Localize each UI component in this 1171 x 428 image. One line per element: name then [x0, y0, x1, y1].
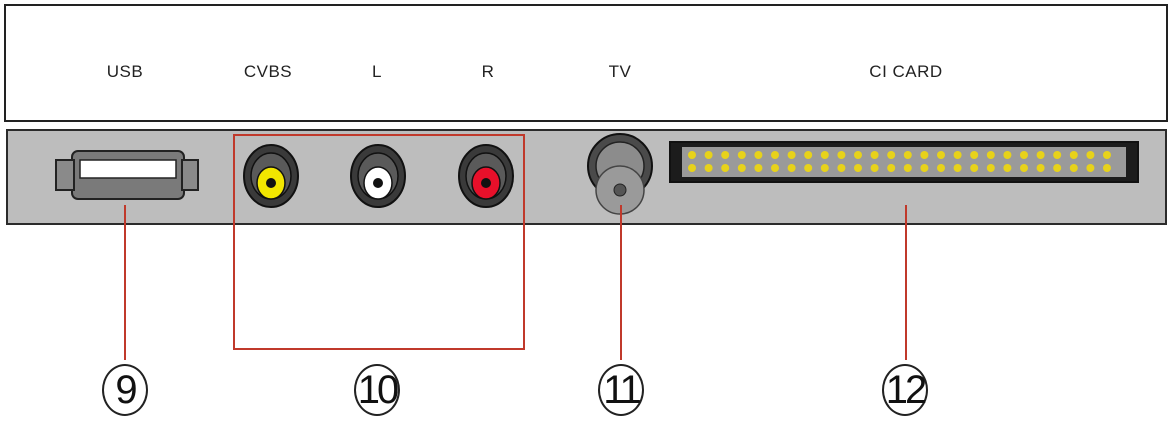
- ci-pin: [1020, 151, 1028, 159]
- ci-pin: [721, 151, 730, 159]
- ci-pin: [1020, 164, 1028, 172]
- ci-pin: [771, 151, 779, 159]
- ci-pin: [771, 164, 779, 172]
- callout-usb: 9: [102, 364, 148, 416]
- left-audio-jack-icon[interactable]: [350, 144, 406, 208]
- ci-pin: [1053, 164, 1062, 172]
- tv-label: TV: [608, 62, 632, 81]
- cvbs-jack-icon[interactable]: [243, 144, 299, 208]
- usb-label: USB: [106, 62, 144, 81]
- ci-pin: [937, 151, 945, 159]
- ci-pin: [837, 164, 846, 172]
- av-group-frame: [233, 134, 525, 350]
- ci-pin: [737, 164, 746, 172]
- ci-pin: [1036, 151, 1045, 159]
- ci-pin: [903, 164, 912, 172]
- ci-pin: [820, 151, 829, 159]
- ci-pin: [837, 151, 846, 159]
- ci-pin: [704, 151, 713, 159]
- ci-pin: [737, 151, 746, 159]
- ci-pin: [754, 151, 763, 159]
- ci-pin: [688, 164, 696, 172]
- ci-pin: [887, 164, 896, 172]
- right-audio-jack-icon[interactable]: [458, 144, 514, 208]
- ci-pin: [986, 164, 995, 172]
- callout-av: 10: [354, 364, 400, 416]
- ci-pin: [1069, 164, 1078, 172]
- ci-pin: [986, 151, 995, 159]
- ci-pin: [1086, 151, 1095, 159]
- ci-pin: [1003, 164, 1012, 172]
- ci-pin: [920, 164, 929, 172]
- ci-pin: [820, 164, 829, 172]
- ci-pin: [1053, 151, 1062, 159]
- ci-pin: [1003, 151, 1012, 159]
- cvbs-label: CVBS: [243, 62, 293, 81]
- left-audio-label: L: [372, 62, 382, 81]
- ci-pin: [887, 151, 896, 159]
- ci-pin: [1086, 164, 1095, 172]
- ci-pin: [953, 151, 962, 159]
- callout-tv: 11: [598, 364, 644, 416]
- ci-pin: [870, 151, 879, 159]
- ci-pin: [787, 151, 796, 159]
- ci-pin: [870, 164, 879, 172]
- ci-pin: [787, 164, 796, 172]
- callout-ci: 12: [882, 364, 928, 416]
- ci-pin: [920, 151, 929, 159]
- ci-pin-rows: [688, 151, 1111, 172]
- ci-pin: [854, 164, 862, 172]
- ci-pin: [970, 151, 979, 159]
- ci-pin: [1069, 151, 1078, 159]
- ci-pin: [721, 164, 730, 172]
- ci-pin: [1036, 164, 1045, 172]
- ci-pin: [854, 151, 862, 159]
- ci-pin: [804, 151, 813, 159]
- ci-pin: [953, 164, 962, 172]
- ci-pin: [937, 164, 945, 172]
- ci-pin: [1103, 164, 1111, 172]
- ci-pin: [804, 164, 813, 172]
- ci-pin: [970, 164, 979, 172]
- right-audio-label: R: [481, 62, 495, 81]
- ci-slot-icon[interactable]: [669, 141, 1139, 183]
- usb-port-icon[interactable]: [55, 150, 199, 200]
- ci-pin: [754, 164, 763, 172]
- ci-pin: [903, 151, 912, 159]
- ci-pin: [704, 164, 713, 172]
- ci-card-label: CI CARD: [869, 62, 943, 81]
- ci-pin: [688, 151, 696, 159]
- label-strip: [4, 4, 1168, 122]
- coax-connector-icon[interactable]: [587, 133, 653, 215]
- ci-pin: [1103, 151, 1111, 159]
